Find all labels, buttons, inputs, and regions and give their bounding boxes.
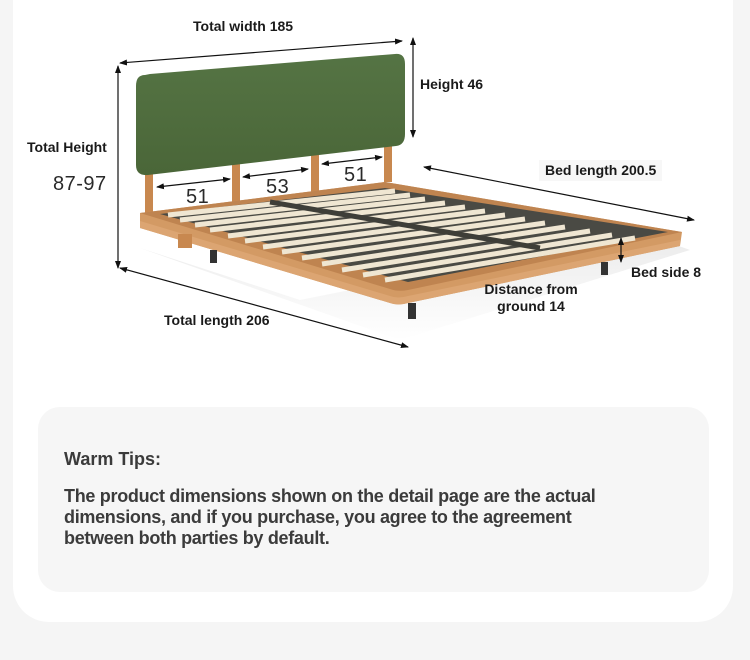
distance-from-ground-label: Distance from ground 14 [484,281,578,314]
total-length-label: Total length 206 [164,312,270,328]
gap-middle-value: 53 [266,176,290,198]
warm-tips-box: Warm Tips: The product dimensions shown … [38,407,709,592]
gap-right-value: 51 [344,164,368,186]
bed-dimension-diagram: Total width 185 Height 46 Total Height 8… [27,18,702,349]
warm-tips-body: The product dimensions shown on the deta… [64,486,596,548]
headboard-posts [145,142,392,220]
bed-side-label: Bed side 8 [631,264,702,280]
total-length-arrow [119,266,409,349]
headboard [136,53,405,176]
bed-illustration [115,37,695,349]
warm-tips-title: Warm Tips: [64,449,162,469]
height-label: Height 46 [420,76,484,92]
bed-length-label: Bed length 200.5 [539,160,663,181]
total-width-label: Total width 185 [193,18,294,34]
total-height-label: Total Height [27,139,107,155]
gap-right-arrow [321,154,383,167]
gap-left-arrow [156,176,231,190]
gap-middle-arrow [242,166,309,180]
total-width-arrow [119,38,403,66]
bed-length-arrow [423,165,695,222]
gap-left-value: 51 [186,186,210,208]
total-height-value: 87-97 [53,173,107,195]
